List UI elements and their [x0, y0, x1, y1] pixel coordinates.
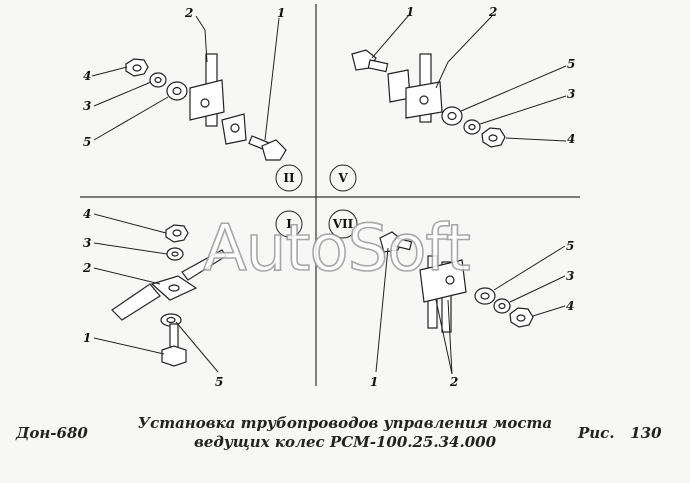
quadrant-i-label: I: [286, 217, 292, 231]
callout-q7-5: 5: [566, 239, 574, 253]
figure-title-line-1: Установка трубопроводов управления моста: [137, 414, 553, 432]
callout-q1-2: 2: [82, 261, 91, 275]
quadrant-vii-marker: [328, 209, 358, 239]
quadrant-ii-drawing: [125, 53, 287, 161]
callout-q7-1: 1: [370, 375, 378, 389]
callout-q7-4: 4: [566, 299, 574, 313]
callout-q7-2: 2: [449, 375, 458, 389]
quadrant-v-drawing: [351, 49, 506, 148]
quadrant-ii-label: II: [283, 171, 295, 185]
callout-q2-4: 4: [83, 69, 91, 83]
callout-q5-2: 2: [488, 5, 497, 19]
callout-q2-2: 2: [184, 6, 193, 20]
callout-q5-5: 5: [567, 57, 575, 71]
callout-q1-4: 4: [83, 207, 91, 221]
callout-q1-3: 3: [83, 236, 91, 250]
callout-q2-3: 3: [83, 99, 91, 113]
callout-q2-5: 5: [83, 135, 91, 149]
callout-q1-5: 5: [215, 375, 223, 389]
quadrant-i-drawing: [111, 224, 227, 367]
quadrant-i-marker: [275, 210, 303, 238]
callout-q1-1: 1: [83, 331, 91, 345]
figure-title-line-2: ведущих колес РСМ-100.25.34.000: [194, 433, 496, 451]
watermark: AutoSoft: [203, 212, 470, 286]
quadrant-vii-drawing: [379, 231, 534, 333]
figure-number: Рис. 130: [578, 424, 662, 442]
quadrant-v-label: V: [337, 171, 348, 185]
quadrant-vii-label: VII: [332, 217, 354, 231]
quadrant-v-marker: [329, 164, 357, 192]
callout-q5-1: 1: [406, 5, 414, 19]
callout-q5-4: 4: [567, 132, 575, 146]
callout-q7-3: 3: [566, 269, 574, 283]
quadrant-ii-marker: [275, 164, 303, 192]
machine-model: Дон-680: [16, 424, 88, 442]
callout-q5-3: 3: [567, 87, 575, 101]
callout-q2-1: 1: [277, 6, 285, 20]
